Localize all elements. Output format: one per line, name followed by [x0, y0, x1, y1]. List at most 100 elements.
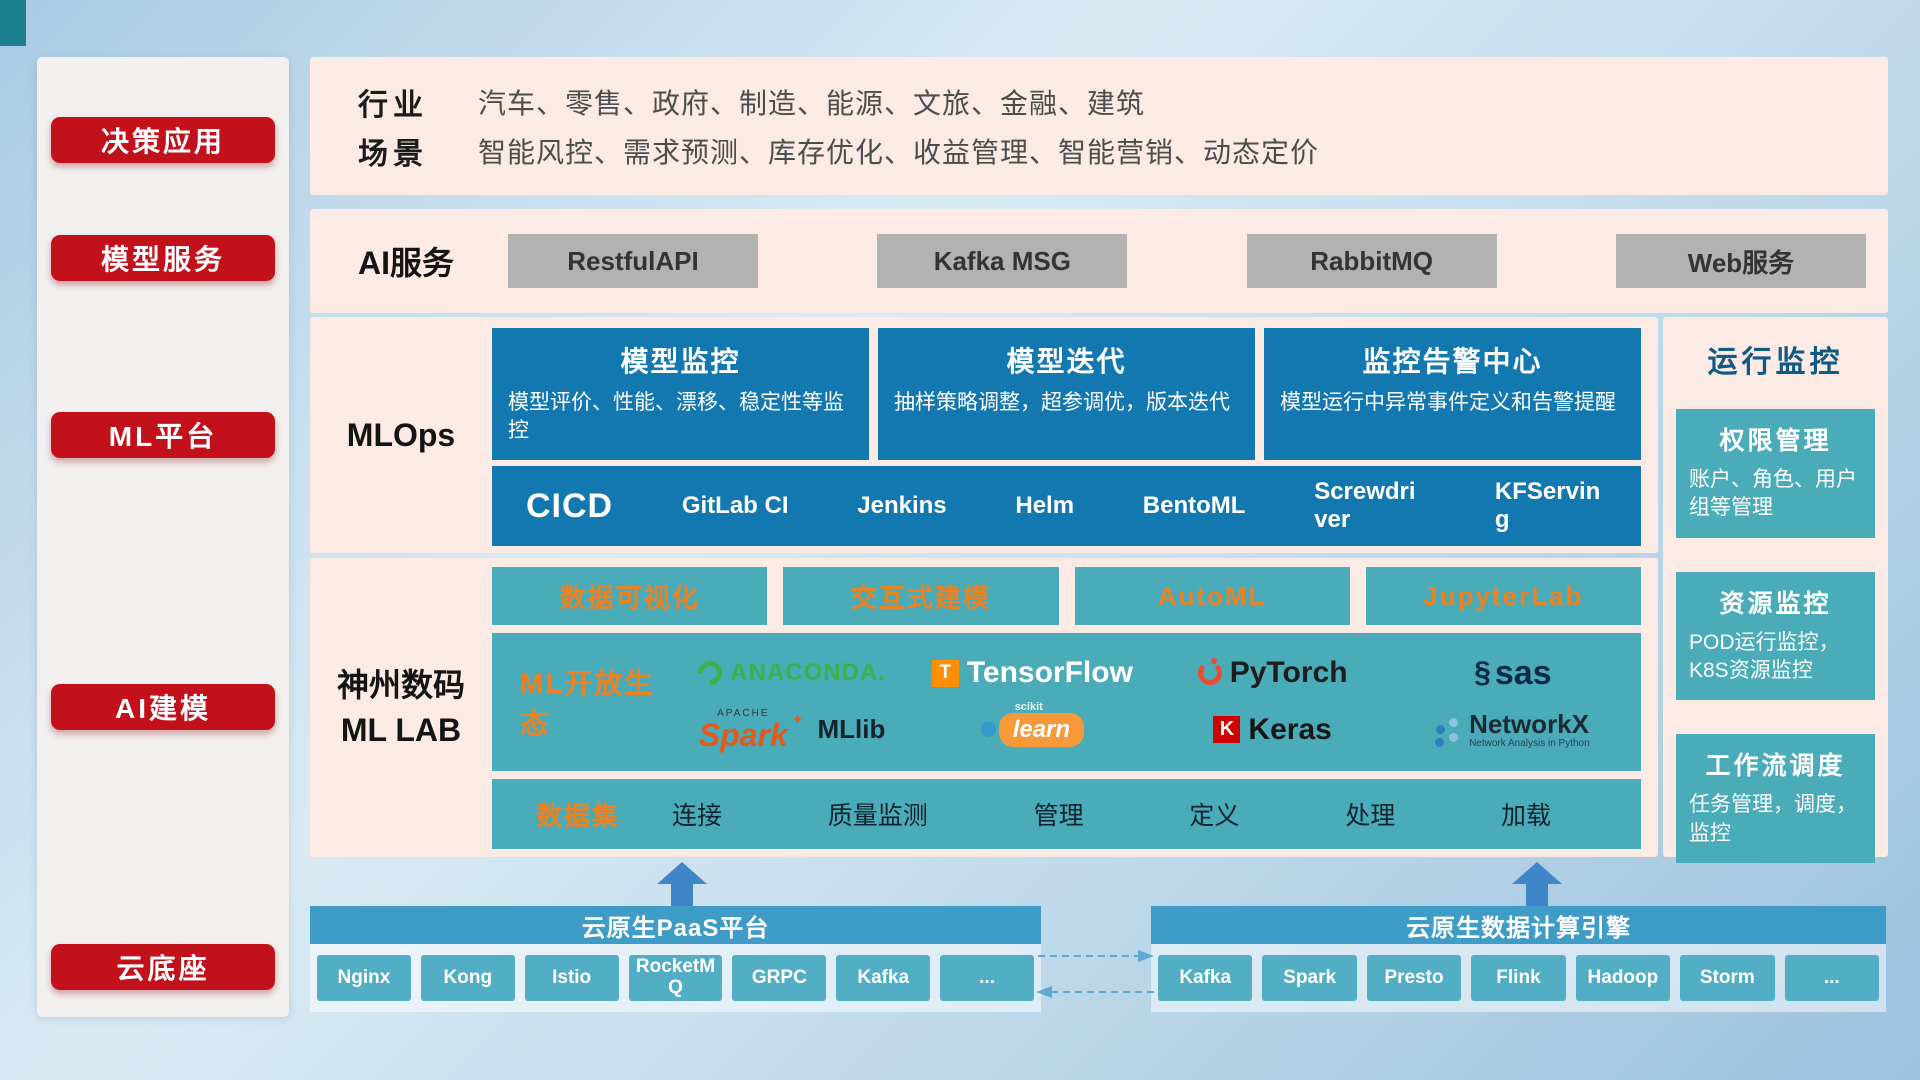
sas-logo: § sas	[1393, 654, 1633, 693]
tool-screwdriver: Screwdriver	[1314, 478, 1416, 533]
dataset-process: 处理	[1345, 802, 1396, 830]
card-alert-center: 监控告警中心 模型运行中异常事件定义和告警提醒	[1264, 328, 1641, 460]
runtime-monitoring-title: 运行监控	[1707, 346, 1844, 379]
pytorch-logo: PyTorch	[1153, 656, 1393, 690]
tool-jenkins: Jenkins	[857, 492, 947, 520]
tool-helm: Helm	[1015, 492, 1075, 520]
chip-kafka: Kafka	[1158, 955, 1253, 1001]
ml-ecosystem-box: ML开放生态 ANACONDA. T TensorFlow PyTorch	[492, 633, 1641, 771]
chip-presto: Presto	[1366, 955, 1462, 1001]
ai-service-label: AI服务	[358, 245, 455, 281]
spark-star-icon: ✦	[791, 711, 804, 727]
industry-list: 汽车、零售、政府、制造、能源、文旅、金融、建筑	[478, 87, 1146, 119]
chip-grpc: GRPC	[732, 955, 827, 1001]
service-kafka-msg: Kafka MSG	[877, 234, 1128, 288]
chip-hadoop: Hadoop	[1575, 955, 1671, 1001]
ml-lab-label-line1: 神州数码	[336, 666, 465, 703]
spark-tag: APACHE	[717, 707, 770, 719]
ml-lab-label: 神州数码 ML LAB	[310, 663, 492, 753]
tool-automl: AutoML	[1074, 567, 1350, 625]
tensorflow-text: TensorFlow	[966, 656, 1133, 689]
card-title: 监控告警中心	[1362, 346, 1543, 377]
mlops-label: MLOps	[346, 416, 456, 453]
scenario-row: 场景 智能风控、需求预测、库存优化、收益管理、智能营销、动态定价	[358, 126, 1888, 175]
ecosystem-logo-grid: ANACONDA. T TensorFlow PyTorch § sas	[672, 654, 1641, 751]
tool-interactive-modeling: 交互式建模	[783, 567, 1059, 625]
card-desc: POD运行监控，K8S资源监控	[1689, 630, 1840, 683]
card-title: 权限管理	[1719, 427, 1832, 455]
industry-scenario-panel: 行业 汽车、零售、政府、制造、能源、文旅、金融、建筑 场景 智能风控、需求预测、…	[310, 57, 1888, 195]
tensorflow-icon: T	[931, 659, 959, 687]
chip-rocketmq: RocketMQ	[628, 955, 723, 1001]
scikit-text: learn	[1012, 715, 1071, 743]
chip-more: ...	[1784, 955, 1879, 1001]
corner-accent	[0, 0, 26, 46]
cicd-label: CICD	[526, 486, 614, 525]
up-arrow-icon	[657, 862, 707, 906]
card-title: 工作流调度	[1705, 752, 1846, 781]
card-desc: 模型评价、性能、漂移、稳定性等监控	[508, 391, 844, 443]
chip-more: ...	[940, 955, 1035, 1001]
data-exchange-arrows-icon	[1036, 950, 1154, 998]
scikit-circle-icon	[980, 722, 996, 737]
keras-icon: K	[1213, 716, 1241, 743]
modeling-tools-row: 数据可视化 交互式建模 AutoML JupyterLab	[492, 567, 1641, 625]
card-title: 资源监控	[1719, 589, 1832, 618]
networkx-subtitle: Network Analysis in Python	[1469, 738, 1590, 750]
scikit-tag: scikit	[1014, 700, 1043, 713]
card-desc: 抽样策略调整，超参调优，版本迭代	[894, 391, 1230, 414]
networkx-text: NetworkX	[1469, 708, 1589, 739]
keras-text: Keras	[1248, 712, 1332, 746]
card-permission-management: 权限管理 账户、角色、用户组等管理	[1676, 409, 1875, 538]
runtime-monitoring-panel: 运行监控 权限管理 账户、角色、用户组等管理 资源监控 POD运行监控，K8S资…	[1663, 317, 1888, 864]
card-workflow-scheduling: 工作流调度 任务管理，调度，监控	[1676, 734, 1875, 864]
ml-lab-panel: 神州数码 ML LAB 数据可视化 交互式建模 AutoML JupyterLa…	[310, 558, 1658, 857]
networkx-logo: NetworkX Network Analysis in Python	[1393, 710, 1633, 750]
cloud-data-engine-title: 云原生数据计算引擎	[1151, 906, 1886, 944]
spark-wordmark: APACHE Spark	[698, 707, 788, 753]
dataset-items: 连接 质量监测 管理 定义 处理 加载	[672, 796, 1641, 832]
chip-kong: Kong	[420, 955, 515, 1001]
ml-ecosystem-label: ML开放生态	[520, 668, 655, 739]
ai-service-panel: AI服务 RestfulAPI Kafka MSG RabbitMQ Web服务	[310, 209, 1888, 313]
dataset-label: 数据集	[536, 800, 621, 831]
cloud-data-engine-chips: Kafka Spark Presto Flink Hadoop Storm ..…	[1151, 944, 1886, 1012]
anaconda-icon	[693, 656, 728, 690]
mlops-panel: MLOps 模型监控 模型评价、性能、漂移、稳定性等监控 模型迭代 抽样策略调整…	[310, 317, 1658, 553]
cicd-bar: CICD GitLab CI Jenkins Helm BentoML Scre…	[492, 466, 1641, 546]
mlops-cards: 模型监控 模型评价、性能、漂移、稳定性等监控 模型迭代 抽样策略调整，超参调优，…	[492, 328, 1641, 460]
tensorflow-logo: T TensorFlow	[912, 656, 1152, 690]
card-resource-monitoring: 资源监控 POD运行监控，K8S资源监控	[1676, 571, 1875, 701]
cloud-data-engine-group: 云原生数据计算引擎 Kafka Spark Presto Flink Hadoo…	[1151, 906, 1886, 1012]
spark-text: Spark	[698, 716, 788, 753]
cloud-paas-group: 云原生PaaS平台 Nginx Kong Istio RocketMQ GRPC…	[310, 906, 1041, 1012]
tool-kfserving: KFServing	[1494, 478, 1601, 533]
up-arrow-icon	[1512, 862, 1562, 906]
chip-spark: Spark	[1262, 955, 1357, 1001]
pytorch-icon	[1197, 658, 1222, 685]
sas-icon: §	[1474, 656, 1491, 689]
chip-nginx: Nginx	[317, 955, 411, 1001]
dataset-load: 加载	[1500, 802, 1551, 830]
networkx-icon	[1436, 725, 1446, 734]
mllib-text: MLlib	[817, 714, 886, 744]
dataset-manage: 管理	[1033, 802, 1084, 830]
cloud-paas-title: 云原生PaaS平台	[310, 906, 1041, 944]
chip-istio: Istio	[524, 955, 619, 1001]
spark-mllib-logo: APACHE Spark ✦ MLlib	[672, 707, 912, 753]
industry-row: 行业 汽车、零售、政府、制造、能源、文旅、金融、建筑	[358, 77, 1888, 126]
anaconda-logo: ANACONDA.	[672, 656, 912, 690]
tool-data-visualization: 数据可视化	[492, 567, 768, 625]
chip-kafka: Kafka	[836, 955, 931, 1001]
chip-storm: Storm	[1680, 955, 1775, 1001]
service-rabbitmq: RabbitMQ	[1246, 234, 1497, 288]
chip-flink: Flink	[1471, 955, 1566, 1001]
networkx-wordmark: NetworkX Network Analysis in Python	[1469, 710, 1590, 750]
service-restful-api: RestfulAPI	[508, 234, 758, 288]
scenario-label: 场景	[358, 137, 428, 171]
anaconda-text: ANACONDA.	[730, 659, 886, 686]
keras-logo: K Keras	[1153, 713, 1393, 747]
tool-jupyterlab: JupyterLab	[1365, 567, 1641, 625]
category-cloud-base: 云底座	[51, 944, 275, 990]
